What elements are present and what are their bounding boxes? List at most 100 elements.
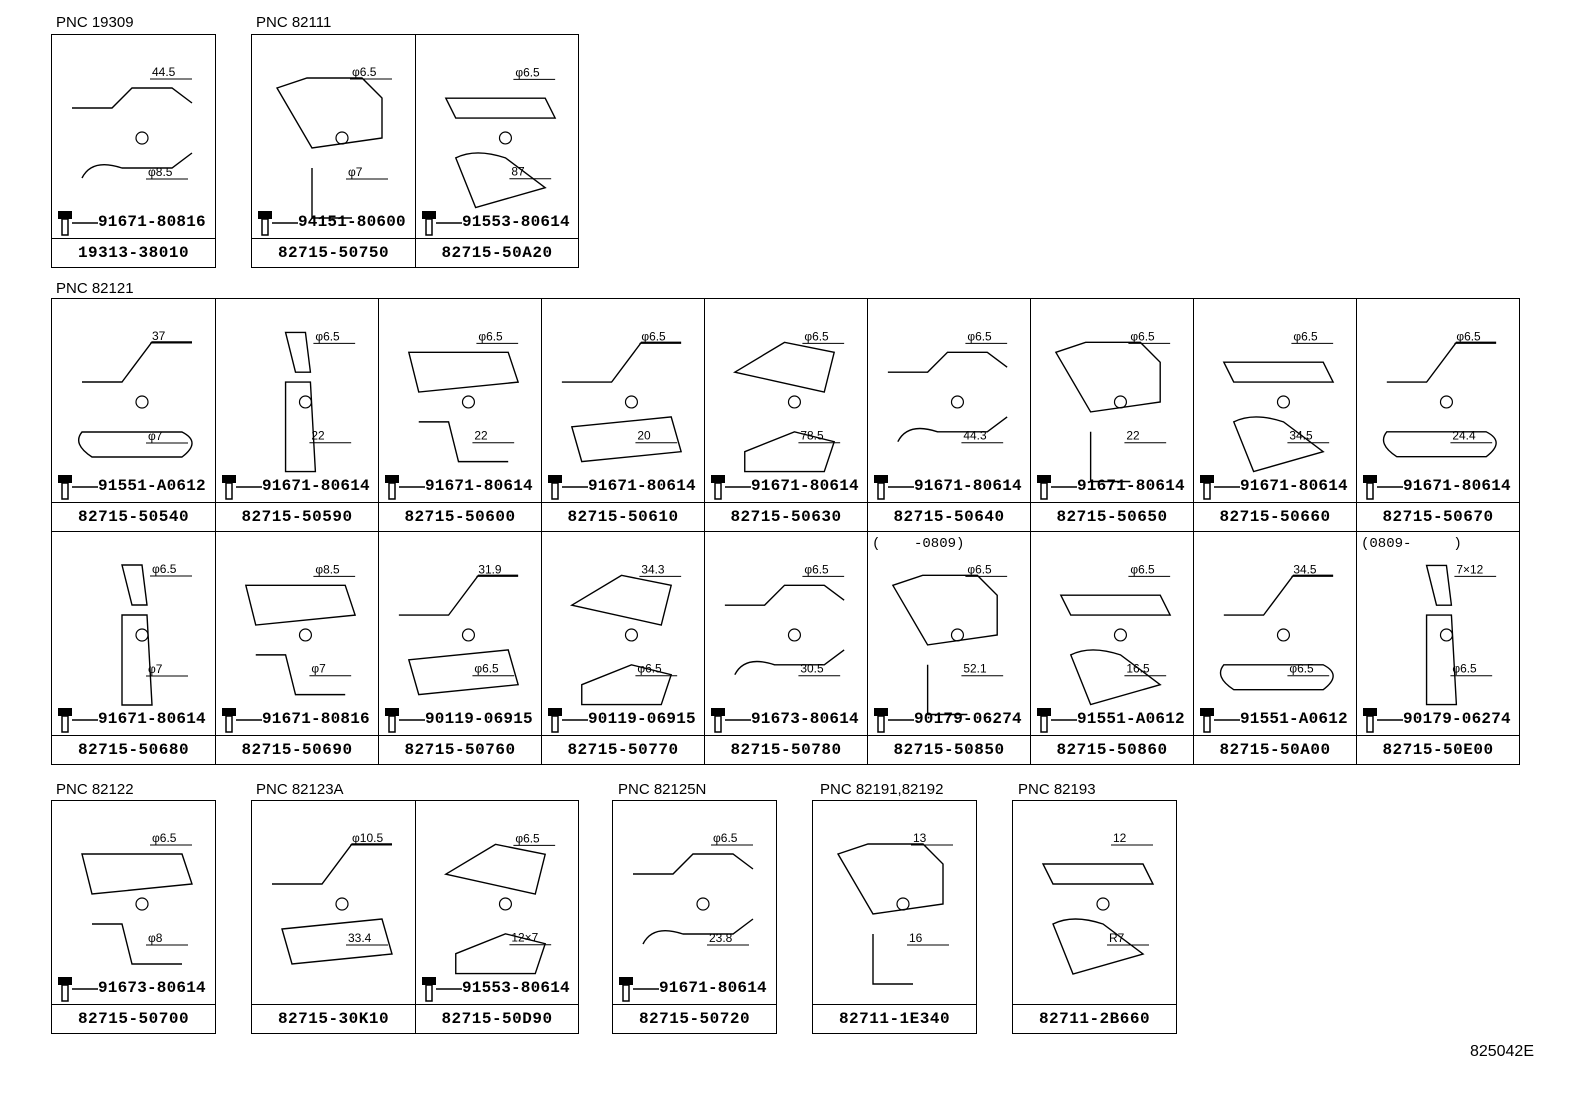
fastener-part-number[interactable]: 91671-80614	[1077, 477, 1185, 495]
part-number[interactable]: 82715-50850	[868, 735, 1030, 764]
part-number[interactable]: 82715-50720	[613, 1004, 776, 1033]
bolt-icon	[711, 708, 751, 733]
fastener-part-number[interactable]: 90179-06274	[914, 710, 1022, 728]
part-number[interactable]: 82715-50860	[1031, 735, 1193, 764]
fastener-part-number[interactable]: 91671-80614	[1240, 477, 1348, 495]
part-number[interactable]: 82715-50A00	[1194, 735, 1356, 764]
dimension-label: 13	[913, 831, 927, 845]
part-number[interactable]: 82711-2B660	[1013, 1004, 1176, 1033]
dimension-label: 16.5	[1126, 662, 1150, 676]
fastener-part-number[interactable]: 91671-80614	[98, 710, 206, 728]
part-number[interactable]: 19313-38010	[52, 238, 215, 267]
fastener-part-number[interactable]: 90119-06915	[425, 710, 533, 728]
part-number[interactable]: 82715-50610	[542, 502, 704, 531]
pnc-label-82193: PNC 82193	[1018, 781, 1096, 798]
part-number[interactable]: 82715-50D90	[416, 1004, 578, 1033]
bolt-icon	[711, 475, 751, 500]
dimension-label: 78.5	[800, 429, 824, 443]
part-number[interactable]: 82715-50E00	[1357, 735, 1519, 764]
part-number[interactable]: 82715-50670	[1357, 502, 1519, 531]
fastener-part-number[interactable]: 91671-80816	[262, 710, 370, 728]
dimension-label: 31.9	[478, 562, 502, 576]
fastener-part-number[interactable]: 91671-80614	[914, 477, 1022, 495]
part-number[interactable]: 82715-50680	[52, 735, 215, 764]
part-drawing: 44.5φ8.5	[72, 65, 193, 180]
part-cell[interactable]: φ6.5 22 91671-80614 82715-50600	[378, 299, 541, 531]
dimension-label: φ10.5	[352, 831, 383, 845]
dimension-label: 34.3	[641, 562, 665, 576]
part-number[interactable]: 82715-50760	[379, 735, 541, 764]
fastener-part-number[interactable]: 91671-80816	[98, 213, 206, 231]
dimension-label: φ6.5	[478, 329, 503, 343]
part-number[interactable]: 82711-1E340	[813, 1004, 976, 1033]
fastener-part-number[interactable]: 91551-A0612	[98, 477, 206, 495]
dimension-label: 22	[474, 429, 488, 443]
fastener-part-number[interactable]: 91551-A0612	[1077, 710, 1185, 728]
fastener-part-number[interactable]: 91553-80614	[462, 979, 570, 997]
part-number[interactable]: 82715-50690	[216, 735, 378, 764]
part-number[interactable]: 82715-50640	[868, 502, 1030, 531]
fastener-callout: 91671-80614	[615, 975, 775, 1003]
fastener-part-number[interactable]: 91551-A0612	[1240, 710, 1348, 728]
fastener-part-number[interactable]: 91553-80614	[462, 213, 570, 231]
fastener-part-number[interactable]: 91671-80614	[1403, 477, 1511, 495]
part-number[interactable]: 82715-50780	[705, 735, 867, 764]
fastener-part-number[interactable]: 91671-80614	[262, 477, 370, 495]
fastener-part-number[interactable]: 90119-06915	[588, 710, 696, 728]
fastener-part-number[interactable]: 91671-80614	[425, 477, 533, 495]
dimension-label: 34.5	[1289, 429, 1313, 443]
part-number[interactable]: 82715-50750	[252, 238, 415, 267]
part-number[interactable]: 82715-50770	[542, 735, 704, 764]
fastener-callout: 91671-80614	[381, 473, 541, 501]
fastener-part-number[interactable]: 90179-06274	[1403, 710, 1511, 728]
part-number[interactable]: 82715-50630	[705, 502, 867, 531]
part-number[interactable]: 82715-50650	[1031, 502, 1193, 531]
part-number[interactable]: 82715-50590	[216, 502, 378, 531]
fastener-part-number[interactable]: 91671-80614	[751, 477, 859, 495]
fastener-part-number[interactable]: 91673-80614	[751, 710, 859, 728]
dimension-label: φ6.5	[713, 831, 738, 845]
part-number[interactable]: 82715-50540	[52, 502, 215, 531]
fastener-callout: 91553-80614	[418, 975, 578, 1003]
part-number[interactable]: 82715-50660	[1194, 502, 1356, 531]
part-number[interactable]: 82715-30K10	[252, 1004, 415, 1033]
part-number[interactable]: 82715-50A20	[416, 238, 578, 267]
part-number[interactable]: 82715-50700	[52, 1004, 215, 1033]
fastener-part-number[interactable]: 94151-80600	[298, 213, 406, 231]
part-number[interactable]: 82715-50600	[379, 502, 541, 531]
dimension-label: φ6.5	[352, 65, 377, 79]
part-drawing: 31.9φ6.5	[398, 562, 520, 696]
fastener-part-number[interactable]: 91673-80614	[98, 979, 206, 997]
fastener-part-number[interactable]: 91671-80614	[659, 979, 767, 997]
fastener-part-number[interactable]: 91671-80614	[588, 477, 696, 495]
